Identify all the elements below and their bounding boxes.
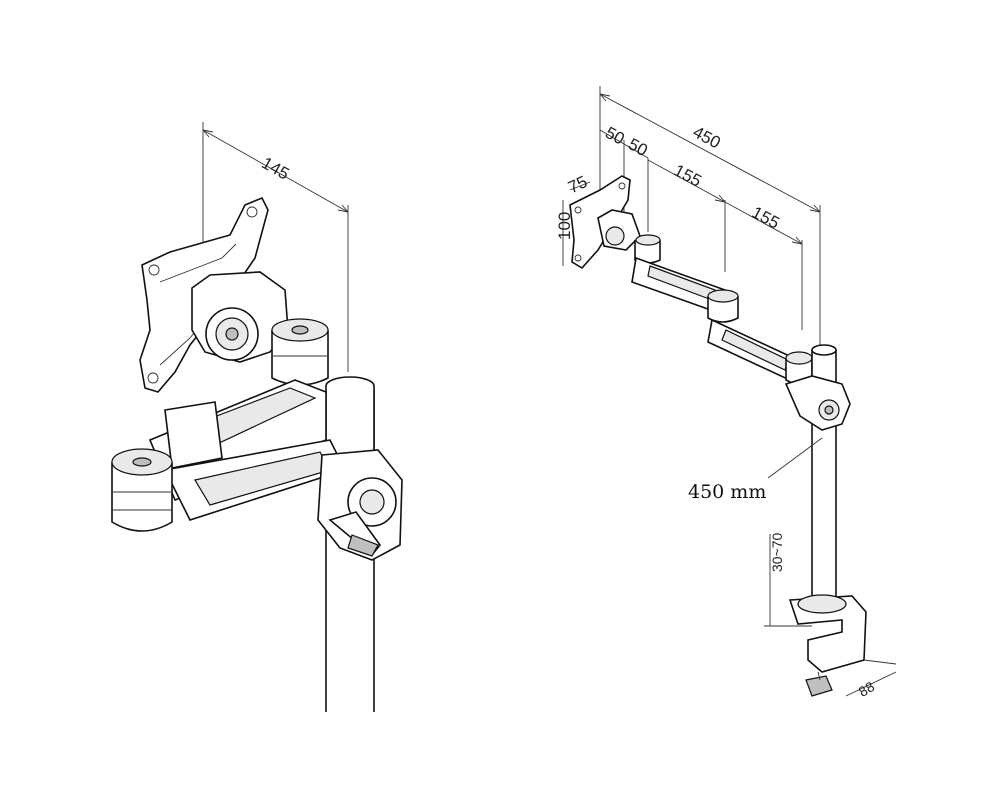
- right-desk-clamp: [788, 594, 867, 697]
- right-clamp-range-label: 30~70: [769, 532, 785, 572]
- right-head-joint: [597, 209, 661, 264]
- right-dimension-50-50: 50 50: [599, 123, 651, 161]
- right-arm-1: [631, 256, 739, 323]
- right-dim-100-label: 100: [555, 212, 574, 240]
- left-tilt-head: [191, 271, 289, 363]
- left-arms: [148, 379, 347, 521]
- right-clamp-depth-label: 88: [856, 678, 878, 700]
- right-dim-155a-label: 155: [671, 161, 705, 191]
- right-pole-collar: [784, 375, 851, 431]
- right-pole-height-callout: 450 mm: [688, 437, 823, 503]
- right-clamp-depth: 88: [845, 659, 897, 700]
- left-dim-145-label: 145: [258, 153, 292, 183]
- right-dim-450-label: 450: [690, 122, 724, 152]
- right-dim-75-label: 75: [565, 172, 590, 197]
- right-dim-50b-label: 50: [625, 135, 651, 161]
- left-pole-collar: [317, 449, 403, 561]
- left-shoulder-joint: [111, 448, 173, 532]
- left-view: 145: [111, 122, 403, 712]
- right-dimension-155-b: 155: [724, 201, 803, 245]
- right-dim-155b-label: 155: [749, 203, 783, 233]
- right-clamp-range: 30~70: [764, 532, 812, 627]
- right-pole-height-label: 450 mm: [688, 481, 766, 503]
- right-view: 450 50 50 155 155 75 100: [555, 86, 897, 700]
- right-arm-2: [707, 318, 813, 385]
- right-dimension-155-a: 155: [647, 159, 726, 203]
- left-elbow-joint: [271, 318, 329, 386]
